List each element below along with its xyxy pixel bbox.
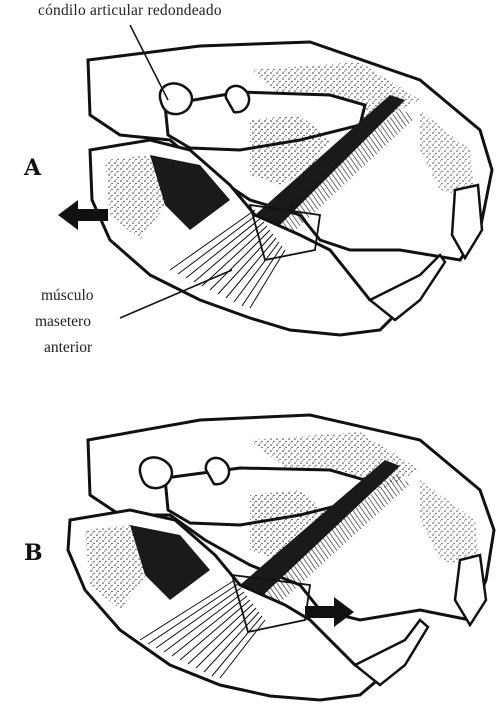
- skull-b: [68, 415, 494, 700]
- panel-letter-a: A: [24, 155, 41, 181]
- muscle-label-line2: masetero: [35, 313, 91, 331]
- skull-a: [58, 42, 492, 335]
- muscle-label-line1: músculo: [41, 287, 94, 305]
- panel-letter-b: B: [24, 540, 43, 566]
- muscle-label-line3: anterior: [44, 339, 92, 357]
- condyle-label: cóndilo articular redondeado: [38, 2, 222, 20]
